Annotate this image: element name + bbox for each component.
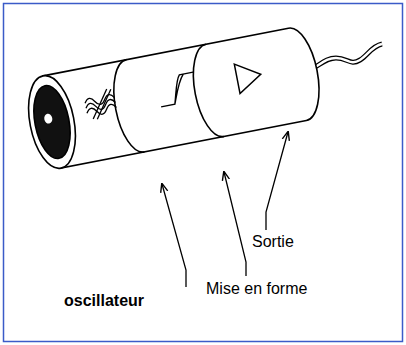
- part-label: oscillateur: [64, 292, 144, 310]
- leader-line: [266, 132, 288, 230]
- part-label: Sortie: [252, 233, 294, 251]
- cylinder: [21, 24, 326, 172]
- leader-line: [224, 172, 246, 276]
- leader-line: [162, 184, 186, 287]
- part-label: Mise en forme: [206, 280, 307, 298]
- frame: [4, 4, 403, 342]
